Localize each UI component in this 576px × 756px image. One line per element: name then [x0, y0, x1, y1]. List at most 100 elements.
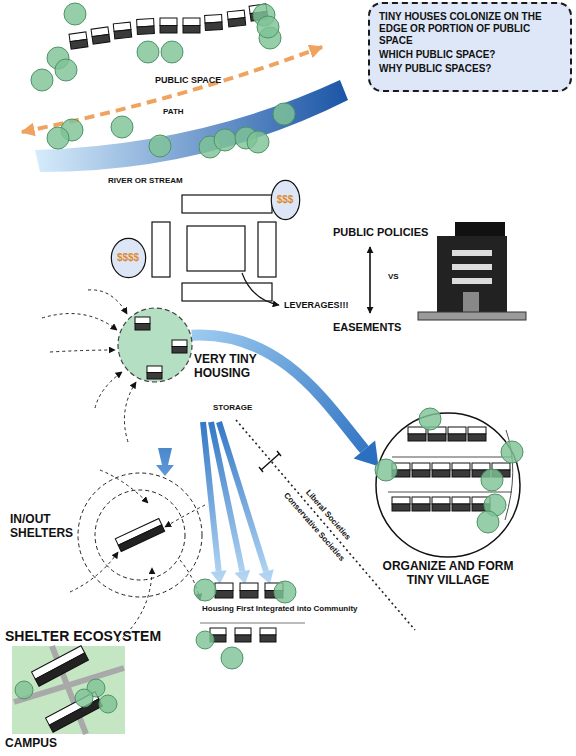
house-roof [472, 463, 490, 470]
text-label: RIVER OR STREAM [108, 176, 183, 186]
tree-symbol [64, 3, 86, 25]
node-title: ORGANIZE AND FORM TINY VILLAGE [373, 559, 523, 588]
node-text: WHY PUBLIC SPACES? [379, 63, 561, 75]
house-icon [468, 427, 486, 441]
flow-arrow-line [192, 335, 365, 450]
tree-symbol [111, 116, 133, 138]
tree-symbol [257, 16, 279, 38]
house-roof [452, 463, 470, 470]
tree-symbol [161, 41, 183, 63]
house-icon [432, 463, 450, 477]
house-roof [260, 628, 276, 635]
house-roof [172, 340, 187, 347]
village-circle [376, 413, 520, 557]
house-body [240, 591, 258, 599]
house-icon [160, 18, 177, 33]
house-icon [91, 27, 110, 44]
house-roof [392, 497, 410, 504]
house-body [452, 504, 470, 511]
house-roof [215, 583, 233, 591]
house-roof [205, 15, 222, 23]
dashed-arrow [100, 470, 148, 503]
tree-symbol [477, 511, 499, 533]
house-body [160, 26, 177, 34]
tiny-housing-circle-drawing [117, 307, 193, 383]
lot-rect [187, 226, 245, 271]
dashed-arrow [124, 382, 136, 442]
node-text: WHICH PUBLIC SPACE? [379, 49, 561, 61]
rotated-label: Liberal Societies [304, 488, 353, 542]
house-body [114, 30, 132, 39]
house-roof [412, 497, 430, 504]
house-body [452, 470, 470, 477]
house-body [228, 18, 246, 27]
village-road [388, 430, 513, 520]
dashed-arrow [88, 290, 127, 314]
house-body [235, 635, 251, 642]
text-label: PUBLIC POLICIES [333, 226, 428, 239]
node-title: $$$ [277, 194, 294, 206]
shelter-icon [115, 519, 164, 552]
tree-symbol [99, 695, 117, 713]
building-window [452, 264, 492, 270]
tree-symbol [481, 469, 503, 491]
house-body [468, 434, 486, 441]
double-arrow [369, 247, 371, 313]
campus-square-drawing [12, 646, 125, 734]
house-body [172, 347, 187, 354]
house-icon [260, 628, 276, 642]
shelter-body [35, 653, 88, 686]
house-icon [147, 366, 162, 379]
house-body [205, 22, 222, 30]
dashed-arrow [42, 314, 117, 330]
node-title: VERY TINY HOUSING [194, 352, 269, 381]
campus-square: SHELTER ECOSYSTEMCAMPUS [12, 646, 125, 734]
house-roof [240, 583, 258, 591]
tiny-housing-circle: VERY TINY HOUSING [117, 307, 193, 383]
house-roof [183, 18, 200, 26]
text-label: PATH [163, 107, 184, 117]
lot-rect [152, 222, 170, 277]
text-label: LEVERAGES!!! [284, 300, 349, 311]
house-body [428, 434, 446, 441]
house-icon [235, 628, 251, 642]
building-door [463, 292, 479, 313]
tree-symbol [375, 459, 397, 481]
house-body [412, 504, 430, 511]
housing-circle [118, 308, 192, 382]
house-icon [412, 497, 430, 511]
text-label: IN/OUT SHELTERS [10, 512, 73, 541]
building-top [455, 222, 505, 238]
house-icon [452, 497, 470, 511]
campus-road [14, 646, 124, 734]
tree-symbol [31, 69, 53, 91]
tree-symbol [274, 581, 296, 603]
house-body [70, 39, 88, 49]
ellipse-shape [111, 238, 145, 277]
dashed-arrow [70, 552, 118, 592]
divider-line [200, 623, 305, 624]
house-icon [240, 583, 258, 598]
tree-symbol [194, 579, 216, 601]
tree-symbol [137, 41, 159, 63]
building-base [418, 312, 526, 320]
house-icon [137, 19, 155, 35]
house-body [392, 504, 410, 511]
tree-symbol [47, 127, 69, 149]
leader-arrow [242, 273, 279, 305]
house-icon [432, 497, 450, 511]
house-roof [448, 427, 466, 434]
tree-symbol [149, 135, 171, 157]
lot-rect [258, 222, 276, 277]
shelter-ring [95, 490, 185, 580]
house-icon [412, 463, 430, 477]
shelter-icon [46, 692, 103, 732]
path-arrow [22, 47, 322, 132]
house-roof [210, 628, 226, 635]
tree-symbol [221, 647, 243, 669]
tree-symbol [273, 103, 295, 125]
flow-arrow [192, 335, 379, 466]
tree-symbol [55, 59, 77, 81]
house-roof [432, 497, 450, 504]
